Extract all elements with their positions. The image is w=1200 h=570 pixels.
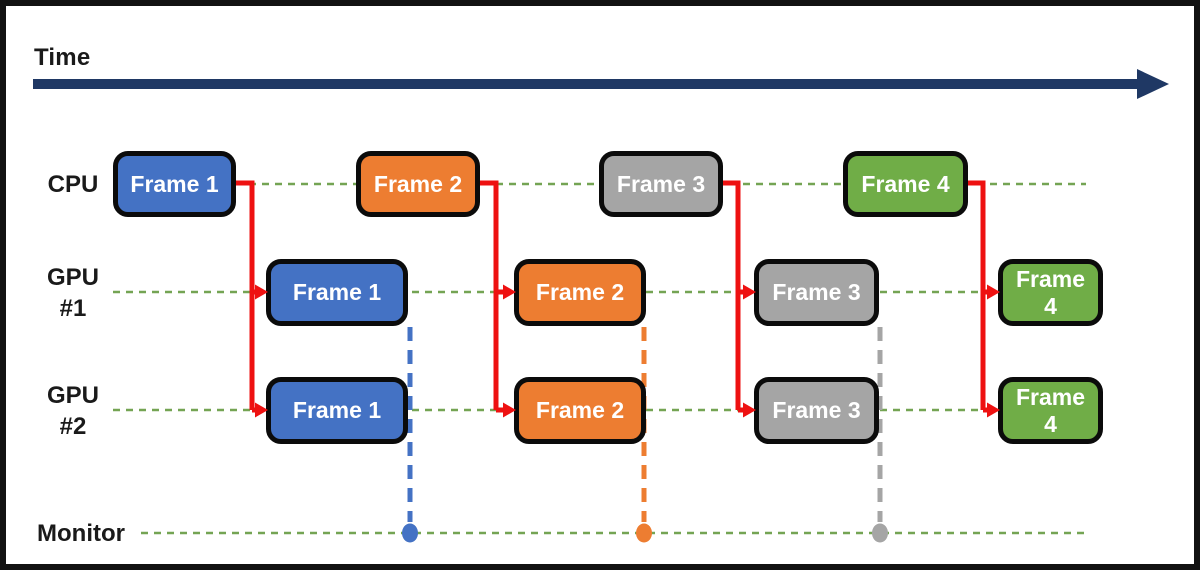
gpu2-frame3-label: Frame 3: [772, 397, 861, 423]
monitor-lane-label: Monitor: [16, 518, 146, 549]
cpu-frame1-box: Frame 1: [113, 151, 236, 217]
cpu-lane-label-text: CPU: [47, 171, 99, 198]
gpu2-frame2-label: Frame 2: [535, 397, 625, 423]
gpu1-frame4-box: Frame 4: [998, 259, 1103, 326]
gpu1-frame4-label-line2: 4: [1044, 292, 1057, 319]
gpu1-lane-label-line2: #1: [59, 295, 87, 322]
gpu2-frame3-box: Frame 3: [754, 377, 879, 444]
gpu2-frame1-label: Frame 1: [292, 397, 382, 423]
cpu-frame2-label: Frame 2: [373, 170, 463, 197]
gpu1-frame1-label: Frame 1: [292, 279, 382, 305]
frame1-present-dot: [402, 523, 418, 543]
gpu2-lane-label: GPU #2: [30, 380, 116, 442]
frame3-present-dot: [872, 523, 888, 543]
cpu-frame3-label: Frame 3: [616, 170, 706, 197]
cpu-lane-label: CPU: [30, 169, 116, 200]
gpu1-frame2-box: Frame 2: [514, 259, 646, 326]
gpu1-lane-label: GPU #1: [30, 262, 116, 324]
gpu2-frame2-box: Frame 2: [514, 377, 646, 444]
gpu1-frame4-label-line1: Frame: [1015, 265, 1086, 292]
cpu-frame4-box: Frame 4: [843, 151, 968, 217]
cpu-frame2-box: Frame 2: [356, 151, 480, 217]
gpu2-frame1-box: Frame 1: [266, 377, 408, 444]
time-arrow: [33, 69, 1169, 99]
dispatch-connector-frame2: [480, 180, 516, 418]
gpu2-frame4-label-line1: Frame: [1015, 383, 1086, 410]
gpu2-frame4-label-line2: 4: [1044, 410, 1057, 437]
gpu2-lane-label-line1: GPU: [46, 382, 99, 409]
dispatch-elbow-frame1: [236, 180, 255, 410]
gpu1-frame3-label: Frame 3: [772, 279, 861, 305]
gpu2-lane-label-line2: #2: [59, 413, 87, 440]
time-arrow-head: [1137, 69, 1169, 99]
gpu1-lane-label-line1: GPU: [46, 264, 99, 291]
dispatch-elbow-frame2: [480, 180, 499, 410]
cpu-frame3-box: Frame 3: [599, 151, 723, 217]
dispatch-elbow-frame3: [723, 180, 741, 410]
gpu2-frame4-box: Frame 4: [998, 377, 1103, 444]
cpu-frame4-label: Frame 4: [861, 170, 950, 197]
dispatch-connector-frame4: [968, 180, 1000, 418]
frame2-present-dot: [636, 523, 652, 543]
time-axis-label: Time: [34, 44, 91, 71]
dispatch-connector-frame3: [723, 180, 756, 418]
gpu1-frame3-box: Frame 3: [754, 259, 879, 326]
monitor-lane-label-text: Monitor: [37, 520, 125, 547]
gpu1-frame2-label: Frame 2: [535, 279, 625, 305]
dispatch-elbow-frame4: [968, 180, 986, 410]
cpu-frame1-label: Frame 1: [130, 170, 219, 197]
dispatch-connector-frame1: [236, 180, 268, 418]
gpu1-frame1-box: Frame 1: [266, 259, 408, 326]
